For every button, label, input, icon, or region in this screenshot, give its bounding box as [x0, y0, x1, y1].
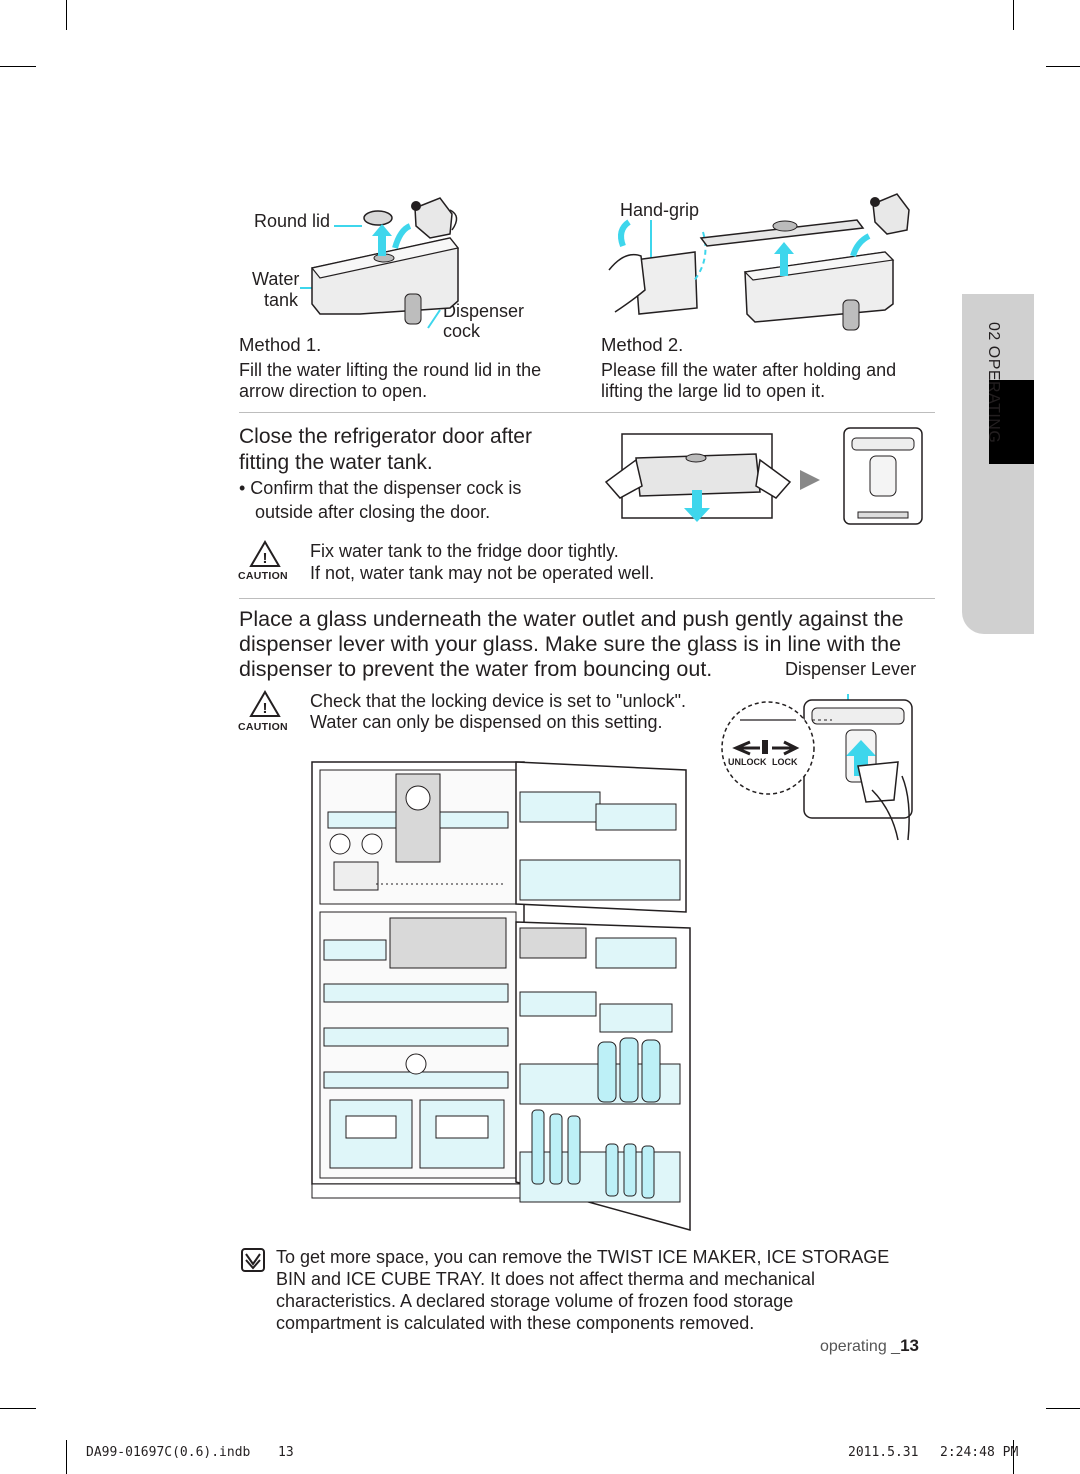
close-bullet-line1: • Confirm that the dispenser cock is: [239, 478, 522, 498]
caution2-line2: Water can only be dispensed on this sett…: [310, 712, 663, 732]
crop-mark: [66, 0, 67, 30]
caution-icon: !: [249, 540, 281, 567]
page-footer: operating _13: [820, 1336, 919, 1356]
method2-illustration: [608, 193, 910, 331]
refrigerator-illustration: [311, 761, 691, 1231]
place-text-line3: dispenser to prevent the water from boun…: [239, 657, 713, 681]
label-round-lid: Round lid: [254, 211, 331, 231]
divider: [239, 412, 935, 413]
svg-text:!: !: [263, 700, 268, 717]
crop-mark: [0, 66, 36, 67]
tab-gray-block: [962, 294, 1034, 634]
place-text-line2: dispenser lever with your glass. Make su…: [239, 632, 902, 656]
label-dispenser-lever: Dispenser Lever: [785, 659, 917, 679]
method1-illustration: [300, 197, 460, 329]
print-date: 2011.5.31: [848, 1445, 919, 1460]
label-dispenser: Dispenser: [443, 301, 525, 321]
crop-mark: [1046, 66, 1080, 67]
crop-mark: [1046, 1408, 1080, 1409]
caution-icon: !: [249, 690, 281, 717]
crop-mark: [0, 1408, 36, 1409]
label-water: Water: [252, 269, 300, 289]
label-hand-grip: Hand-grip: [620, 200, 700, 220]
dispenser-lever-illustration: [721, 694, 913, 841]
note-line2: BIN and ICE CUBE TRAY. It does not affec…: [276, 1269, 815, 1289]
close-heading-line2: fitting the water tank.: [239, 451, 433, 474]
close-heading-line1: Close the refrigerator door after: [239, 425, 532, 448]
method1-text-line1: Fill the water lifting the round lid in …: [239, 360, 542, 380]
crop-mark: [66, 1440, 67, 1474]
method2-text-line2: lifting the large lid to open it.: [601, 381, 826, 401]
svg-text:!: !: [263, 550, 268, 567]
caution-label: CAUTION: [238, 721, 288, 733]
caution-label: CAUTION: [238, 570, 288, 582]
label-unlock: UNLOCK: [728, 757, 767, 767]
print-file-name: DA99-01697C(0.6).indb: [86, 1445, 251, 1460]
method2-title: Method 2.: [601, 334, 684, 355]
note-icon: [241, 1248, 265, 1272]
close-bullet-line2: outside after closing the door.: [255, 502, 491, 522]
note-line1: To get more space, you can remove the TW…: [276, 1247, 890, 1267]
crop-mark: [1013, 1440, 1014, 1474]
page-number: 13: [900, 1336, 919, 1355]
close-door-illustration: [604, 427, 923, 525]
tab-black-block: [989, 380, 1034, 464]
caution2-line1: Check that the locking device is set to …: [310, 691, 686, 711]
page-footer-label: operating _: [820, 1338, 901, 1355]
caution1-line2: If not, water tank may not be operated w…: [310, 563, 655, 583]
place-text-line1: Place a glass underneath the water outle…: [239, 607, 904, 631]
divider: [239, 598, 935, 599]
note-line3: characteristics. A declared storage volu…: [276, 1291, 794, 1311]
print-page: 13: [278, 1445, 294, 1460]
print-time: 2:24:48 PM: [940, 1445, 1019, 1460]
method1-title: Method 1.: [239, 334, 322, 355]
note-line4: compartment is calculated with these com…: [276, 1313, 755, 1333]
caution1-line1: Fix water tank to the fridge door tightl…: [310, 541, 619, 561]
method2-text-line1: Please fill the water after holding and: [601, 360, 897, 380]
label-tank: tank: [264, 290, 299, 310]
section-tab: 02 OPERATING: [962, 294, 1034, 634]
crop-mark: [1013, 0, 1014, 30]
method1-text-line2: arrow direction to open.: [239, 381, 428, 401]
section-tab-label: 02 OPERATING: [985, 322, 1002, 444]
label-cock: cock: [443, 321, 481, 341]
label-lock: LOCK: [772, 757, 798, 767]
